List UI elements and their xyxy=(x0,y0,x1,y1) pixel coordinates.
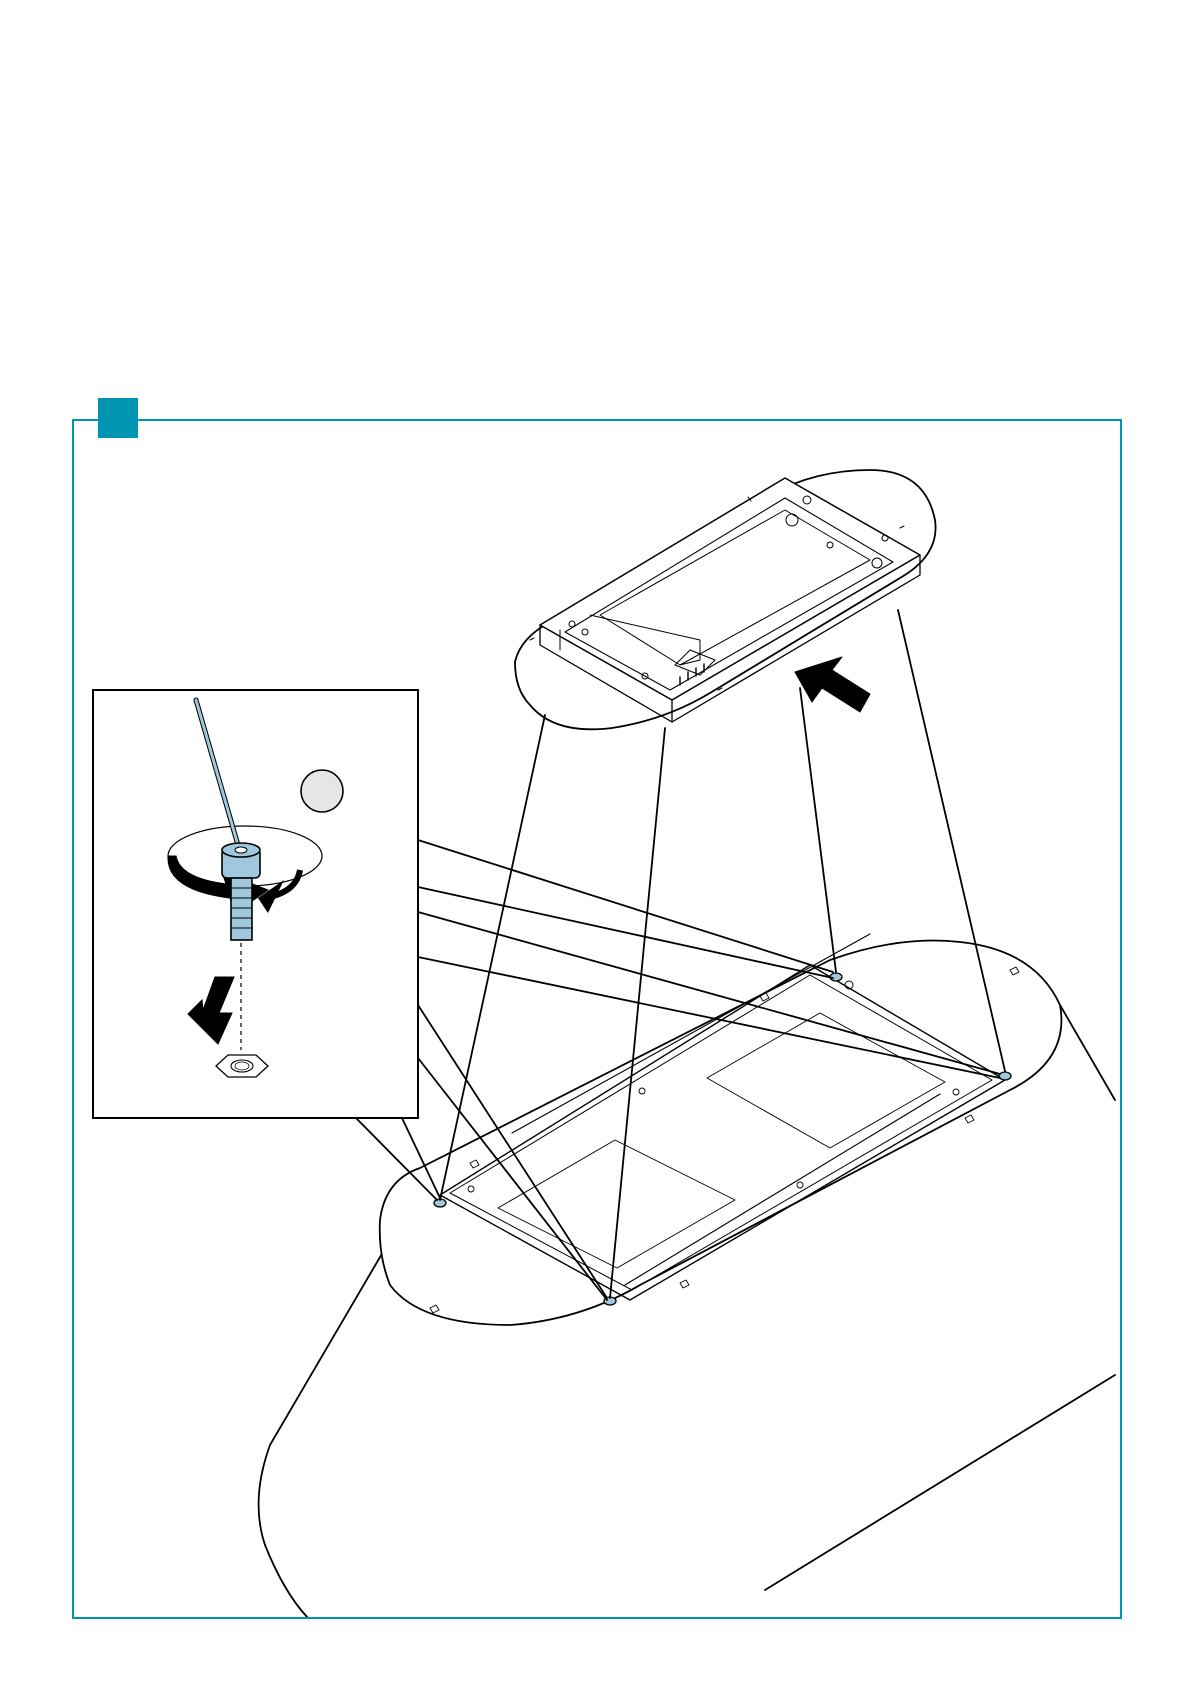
detail-callout xyxy=(93,690,418,1118)
detail-badge-icon xyxy=(301,770,343,812)
step-marker-icon xyxy=(98,398,138,438)
mounting-plate xyxy=(380,934,1062,1325)
upper-bracket xyxy=(515,470,936,729)
nut-icon xyxy=(216,1055,268,1077)
push-arrow-icon xyxy=(795,657,870,712)
